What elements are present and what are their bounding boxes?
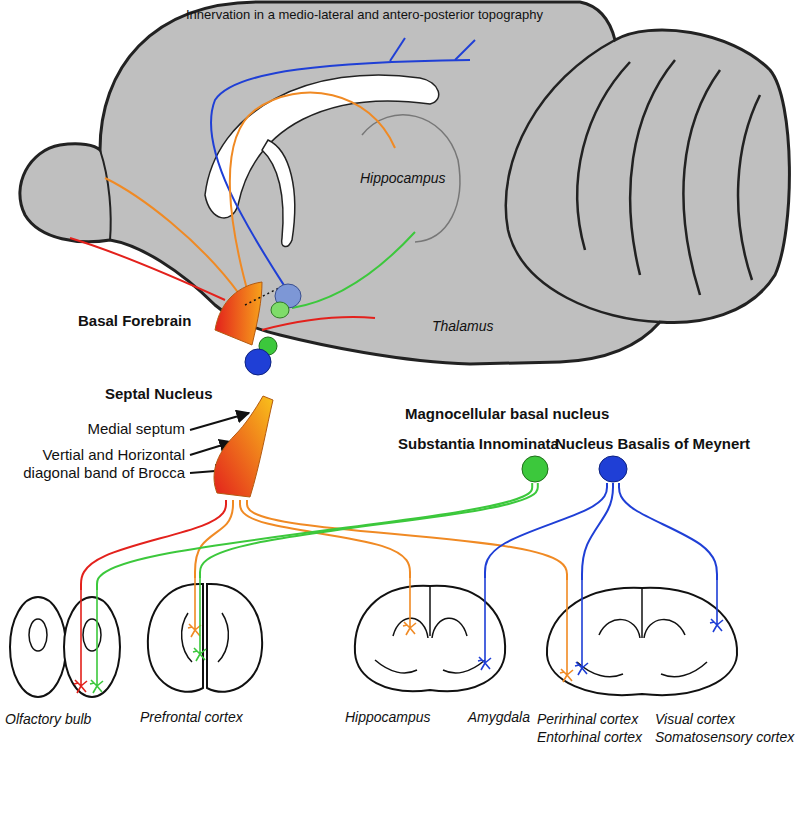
projection-connector	[200, 483, 538, 578]
nucleus-dot	[522, 456, 548, 482]
section-outline	[83, 619, 101, 651]
section-outline	[355, 586, 505, 691]
section-label: Perirhinal cortex Entorhinal cortex	[537, 711, 652, 746]
region-label: Basal Forebrain	[78, 312, 191, 330]
section-drawing	[5, 590, 125, 705]
projection-connector	[485, 483, 607, 578]
nucleus-dot	[599, 456, 627, 482]
fornix	[262, 140, 295, 247]
projection-connector	[247, 500, 567, 580]
section-outline	[375, 660, 417, 673]
section-captions: Perirhinal cortex Entorhinal cortexVisua…	[537, 711, 795, 746]
section-drawing	[345, 578, 530, 703]
section-captions: Hippocampus Amygdala	[345, 709, 530, 727]
section-outline	[443, 660, 485, 673]
group-heading: Magnocellular basal nucleus	[405, 405, 609, 423]
nucleus-shape: Septal Nucleus	[205, 395, 275, 500]
basal-forebrain-region	[215, 282, 262, 345]
section-outline	[547, 588, 737, 695]
axon-terminal	[710, 580, 723, 632]
corpus-callosum	[205, 75, 439, 218]
section-drawing	[140, 578, 270, 703]
region-label: Thalamus	[432, 318, 493, 335]
section-outline	[641, 588, 643, 638]
coronal-section: Perirhinal cortex Entorhinal cortexVisua…	[537, 580, 795, 746]
axon-terminal	[575, 580, 588, 675]
section-outline	[182, 613, 192, 662]
region-label: Hippocampus	[360, 170, 446, 187]
projection-connector	[97, 483, 532, 590]
section-captions: Prefrontal cortex	[140, 709, 270, 727]
projection-lines	[70, 38, 475, 330]
section-outline	[599, 620, 640, 638]
section-outline	[29, 619, 47, 651]
part-label: Vertial and Horizontal diagonal band of …	[5, 446, 185, 482]
circle-drawing	[598, 455, 628, 483]
axon-terminal	[188, 578, 201, 637]
projection-connector	[619, 483, 717, 580]
projection-connector	[582, 483, 613, 580]
section-label: Prefrontal cortex	[140, 709, 243, 727]
si-area	[271, 302, 289, 318]
nucleus-heading: Septal Nucleus	[105, 385, 213, 402]
section-drawing	[537, 580, 795, 705]
olfactory-boundary	[100, 150, 111, 240]
section-captions: Olfactory bulb	[5, 711, 125, 729]
section-label: Amygdala	[468, 709, 530, 727]
section-outline	[10, 597, 66, 697]
nucleus-circle: Substantia Innominata	[521, 455, 549, 483]
axon-terminal	[74, 590, 87, 693]
axon-terminal	[478, 578, 491, 670]
figure-note: Innervation in a medio-lateral and anter…	[186, 7, 543, 23]
septal-shape	[214, 396, 273, 497]
section-outline	[429, 586, 431, 636]
cerebellum	[506, 40, 760, 322]
nucleus-heading: Substantia Innominata	[398, 435, 559, 452]
section-label: Visual cortex Somatosensory cortex	[655, 711, 795, 746]
coronal-section: Hippocampus Amygdala	[345, 578, 530, 727]
section-outline	[432, 618, 467, 638]
section-label: Olfactory bulb	[5, 711, 91, 729]
circle-drawing	[521, 455, 549, 483]
axon-terminal	[193, 578, 206, 661]
projection-connector	[81, 500, 226, 590]
section-outline	[218, 613, 228, 662]
axon-terminal	[90, 590, 103, 693]
axon-terminal	[560, 580, 573, 682]
septal-drawing	[205, 395, 275, 500]
nbm-area	[245, 349, 271, 375]
section-label: Hippocampus	[345, 709, 431, 727]
section-outline	[661, 662, 707, 677]
coronal-section: Prefrontal cortex	[140, 578, 270, 727]
section-outline	[644, 620, 685, 638]
part-label: Medial septum	[5, 420, 185, 438]
axon-terminal	[403, 578, 416, 635]
nucleus-heading: Nucleus Basalis of Meynert	[555, 435, 750, 452]
nucleus-circle: Nucleus Basalis of Meynert	[598, 455, 628, 483]
section-outline	[207, 584, 262, 692]
brain-outline	[20, 2, 790, 364]
coronal-section: Olfactory bulb	[5, 590, 125, 729]
